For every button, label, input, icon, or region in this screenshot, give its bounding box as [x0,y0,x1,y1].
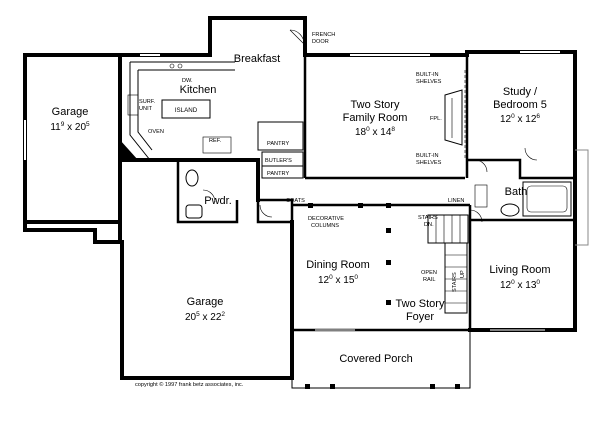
pantry-block [257,121,304,179]
ref-label: REF. [209,138,222,144]
dishwasher-label: DW. [182,78,193,84]
porch-label: Covered Porch [339,353,412,365]
surface-unit-label-2: UNIT [139,106,153,112]
powder-label: Pwdr. [204,195,232,207]
windows [24,51,560,331]
builtin-label-2b: SHELVES [416,160,442,166]
garage-large-label: Garage [187,296,224,308]
fireplace-icon [444,89,463,146]
up-label: UP [460,270,466,278]
living-label: Living Room [489,264,550,276]
builtin-label-2a: BUILT-IN [416,153,439,159]
linen-label: LINEN [448,198,464,204]
garage-small-dims: 119 x 205 [50,121,90,133]
porch-columns [305,384,460,389]
family-label-2: Family Room [343,112,408,124]
study-dims: 120 x 126 [500,113,540,125]
exterior-walls [23,16,589,389]
foyer-label-1: Two Story [396,298,445,310]
open-rail-label-2: RAIL [423,277,435,283]
stairs-up-label: STAIRS [452,272,458,292]
oven-label: OVEN [148,129,164,135]
family-dims: 180 x 148 [355,126,395,138]
french-door-label-1: FRENCH [312,32,335,38]
powder-fixtures [185,169,203,219]
decorative-columns-label-2: COLUMNS [311,223,339,229]
kitchen-counters [120,61,235,161]
fireplace-label: FPL. [430,116,442,122]
breakfast-label: Breakfast [234,53,280,65]
surface-unit-label-1: SURF. [139,99,156,105]
french-door-label-2: DOOR [312,39,329,45]
builtin-label-1a: BUILT-IN [416,72,439,78]
stairs-label: STAIRS [418,215,438,221]
door-swings [202,29,538,223]
study-label-2: Bedroom 5 [493,99,547,111]
butlers-label: BUTLER'S [265,158,292,164]
bath-label: Bath [505,186,528,198]
stairs-down-label: DN. [424,222,434,228]
living-dims: 120 x 130 [500,279,540,291]
copyright-text: copyright © 1997 frank betz associates, … [135,381,244,388]
bath-fixtures [474,181,572,217]
pantry-label: PANTRY [267,141,289,147]
decorative-columns [308,203,391,305]
decorative-columns-label-1: DECORATIVE [308,216,344,222]
garage-large-dims: 205 x 222 [185,311,225,323]
staircase [427,214,469,314]
butlers-pantry-label: PANTRY [267,171,289,177]
study-label-1: Study / [503,86,538,98]
kitchen-label: Kitchen [180,84,217,96]
dining-dims: 120 x 150 [318,274,358,286]
foyer-label-2: Foyer [406,311,434,323]
island-label: ISLAND [175,107,198,114]
dining-label: Dining Room [306,259,370,271]
garage-small-label: Garage [52,106,89,118]
family-label-1: Two Story [351,99,400,111]
builtin-label-1b: SHELVES [416,79,442,85]
open-rail-label-1: OPEN [421,270,437,276]
coats-label: COATS [286,198,305,204]
